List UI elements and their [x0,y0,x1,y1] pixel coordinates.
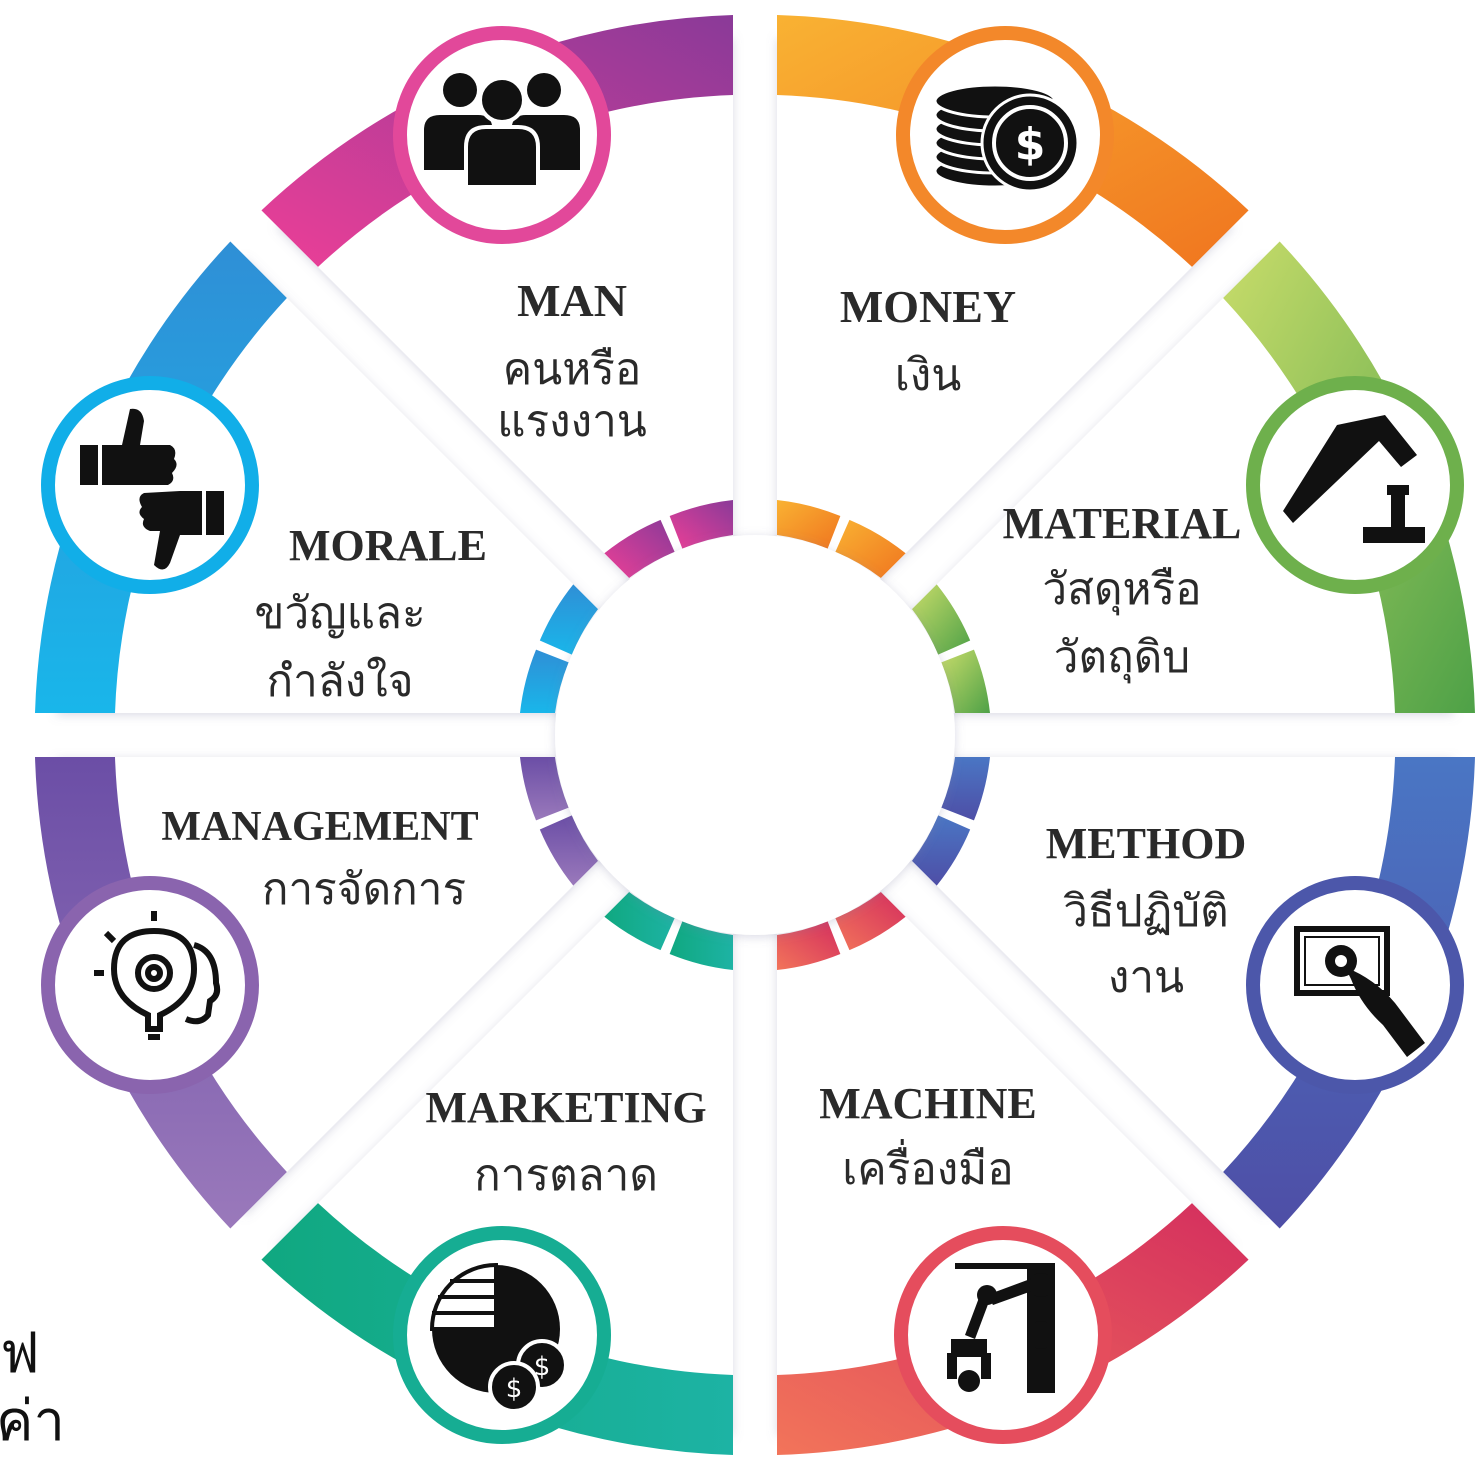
svg-text:$: $ [506,1374,523,1404]
morale-label: MORALE ขวัญและ กำลังใจ [254,521,487,707]
method-title: METHOD [1046,819,1246,868]
money-title: MONEY [840,281,1016,332]
method-badge [1246,876,1464,1094]
marketing-badge: $ $ [393,1226,611,1444]
thumbs-up-down-icon [80,408,224,570]
man-badge [393,26,611,244]
money-inner-arc-2 [835,519,906,579]
machine-inner-arc-1 [835,891,906,951]
man-subtitle-line1: คนหรือ [503,344,642,395]
marketing-subtitle-line1: การตลาด [474,1150,658,1201]
morale-inner-arc-1 [520,649,569,713]
material-title: MATERIAL [1003,499,1242,548]
method-label: METHOD วิธีปฏิบัติ งาน [1046,819,1246,1003]
svg-text:$: $ [1015,119,1046,170]
management-title: MANAGEMENT [161,804,478,850]
method-inner-arc-1 [941,757,990,821]
clipped-text-line2: ค่า [0,1389,65,1454]
morale-subtitle-line1: ขวัญและ [254,588,425,639]
marketing-title: MARKETING [425,1083,706,1132]
center-circle [555,535,955,935]
method-inner-arc-2 [911,815,971,886]
material-label: MATERIAL วัสดุหรือ วัตถุดิบ [1003,499,1242,684]
hand-gear-screen-icon [1294,926,1425,1057]
people-group-icon [424,73,580,189]
man-label: MAN คนหรือ แรงงาน [497,275,647,447]
inner-ring-segments [520,500,990,970]
man-inner-arc-1 [604,519,675,579]
clipped-text-line1: ฟ [0,1321,40,1386]
morale-inner-arc-2 [539,584,599,655]
machine-inner-arc-2 [777,921,841,970]
material-inner-arc-1 [911,584,971,655]
material-subtitle-line1: วัสดุหรือ [1042,564,1201,616]
money-subtitle-line1: เงิน [895,350,962,401]
machine-subtitle-line1: เครื่องมือ [842,1138,1013,1195]
machine-badge [894,1226,1112,1444]
morale-title: MORALE [289,521,487,570]
method-subtitle-line1: วิธีปฏิบัติ [1063,886,1229,937]
material-badge [1246,376,1464,594]
money-badge: $ [896,26,1114,244]
man-subtitle-line2: แรงงาน [497,396,647,447]
marketing-inner-arc-1 [669,921,733,970]
pie-chart-coins-icon: $ $ [429,1262,568,1413]
hammer-anvil-icon [1283,415,1425,543]
management-label: MANAGEMENT การจัดการ [161,804,478,915]
man-inner-arc-2 [669,500,733,549]
segment-labels: MAN คนหรือ แรงงาน MONEY เงิน MATERIAL วั… [161,275,1246,1201]
marketing-inner-arc-2 [604,891,675,951]
head-bulb-gear-icon [94,911,221,1040]
management-badge [41,876,259,1094]
money-inner-arc-1 [777,500,841,549]
man-title: MAN [517,275,627,326]
machine-label: MACHINE เครื่องมือ [819,1079,1037,1195]
money-label: MONEY เงิน [840,281,1016,401]
morale-badge [41,376,259,594]
machine-title: MACHINE [819,1079,1037,1128]
material-subtitle-line2: วัตถุดิบ [1054,632,1190,684]
robot-arm-icon [947,1263,1055,1393]
method-subtitle-line2: งาน [1108,952,1184,1003]
icon-badges: $ [41,26,1464,1444]
management-inner-arc-1 [539,815,599,886]
management-inner-arc-2 [520,757,569,821]
material-inner-arc-2 [941,649,990,713]
management-subtitle-line1: การจัดการ [262,864,466,915]
coins-dollar-icon: $ [933,83,1080,193]
svg-text:$: $ [534,1352,551,1382]
morale-subtitle-line2: กำลังใจ [266,656,413,707]
marketing-label: MARKETING การตลาด [425,1083,706,1201]
